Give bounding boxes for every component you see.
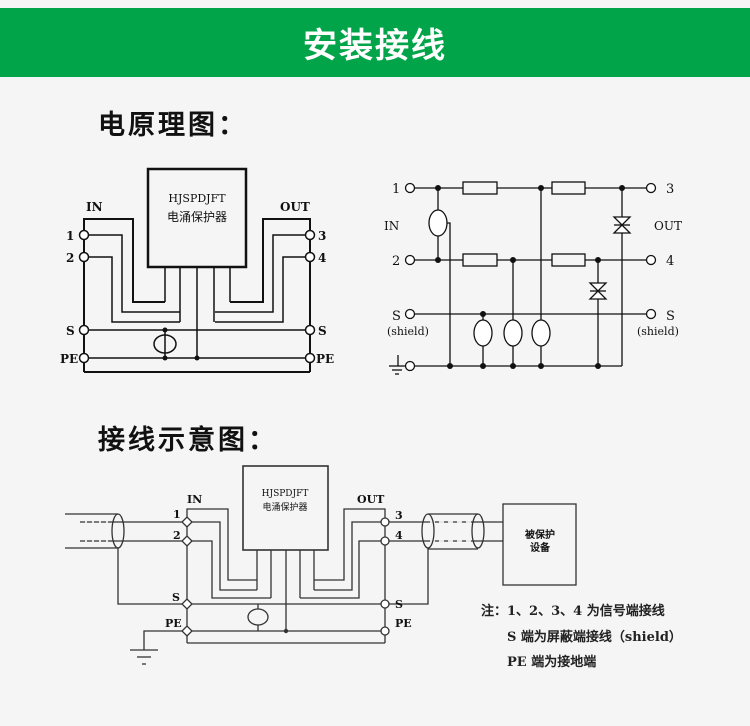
circuit-terminal-1 bbox=[404, 182, 416, 194]
circuit-shield-right: (shield) bbox=[637, 325, 679, 338]
resistor-icon bbox=[462, 181, 498, 195]
circuit-terminal-4 bbox=[645, 254, 657, 266]
circuit-label-4: 4 bbox=[666, 254, 674, 269]
device-label-1: 被保护 bbox=[525, 528, 555, 541]
terminal-s-right bbox=[304, 324, 316, 336]
wiring-terminal-1 bbox=[181, 516, 193, 528]
circuit-label-s-right: S bbox=[666, 309, 675, 324]
circuit-label-2: 2 bbox=[392, 254, 400, 269]
terminal-3 bbox=[304, 229, 316, 241]
wiring-ground-icon bbox=[130, 649, 158, 665]
ground-icon bbox=[389, 355, 405, 375]
gas-discharge-tube-icon bbox=[153, 334, 177, 354]
protected-device-box bbox=[502, 503, 577, 586]
gas-discharge-tube-icon bbox=[503, 319, 523, 347]
circuit-label-3: 3 bbox=[666, 182, 674, 197]
schematic-section-title: 电原理图： bbox=[98, 110, 248, 141]
gas-discharge-tube-icon bbox=[531, 319, 551, 347]
wiring-terminal-pe-right bbox=[380, 626, 390, 636]
circuit-label-s: S bbox=[392, 309, 401, 324]
wiring-label-s-right: S bbox=[395, 598, 403, 611]
terminal-pe-right bbox=[304, 352, 316, 364]
label-s-right: S bbox=[318, 324, 327, 338]
label-4: 4 bbox=[318, 251, 326, 265]
label-pe-right: PE bbox=[316, 352, 334, 366]
resistor-icon bbox=[551, 181, 586, 195]
circuit-terminal-s bbox=[404, 308, 416, 320]
circuit-terminal-ground bbox=[404, 360, 416, 372]
terminal-s-left bbox=[78, 324, 90, 336]
wiring-in-label: IN bbox=[187, 493, 202, 506]
circuit-terminal-3 bbox=[645, 182, 657, 194]
wiring-gdt-icon bbox=[247, 608, 269, 626]
output-cable-end-icon bbox=[471, 513, 485, 549]
wiring-label-s: S bbox=[172, 591, 180, 604]
circuit-in-label: IN bbox=[384, 219, 399, 233]
note-line-3: PE 端为接地端 bbox=[507, 655, 597, 670]
wiring-terminal-3 bbox=[380, 517, 390, 527]
wiring-terminal-pe bbox=[181, 625, 193, 637]
wiring-terminal-s-right bbox=[380, 599, 390, 609]
in-label: IN bbox=[86, 200, 103, 214]
wiring-label-3: 3 bbox=[395, 509, 403, 522]
terminal-2 bbox=[78, 251, 90, 263]
circuit-out-label: OUT bbox=[654, 219, 682, 233]
wiring-label-pe-right: PE bbox=[395, 617, 412, 630]
module-desc: 电涌保护器 bbox=[167, 210, 227, 224]
device-label-2: 设备 bbox=[530, 541, 551, 554]
wiring-label-1: 1 bbox=[173, 508, 181, 521]
gas-discharge-tube-icon bbox=[428, 209, 448, 237]
gas-discharge-tube-icon bbox=[473, 319, 493, 347]
wiring-out-label: OUT bbox=[357, 493, 385, 506]
banner-title: 安装接线 bbox=[303, 26, 447, 66]
wiring-label-4: 4 bbox=[395, 529, 403, 542]
terminal-pe-left bbox=[78, 352, 90, 364]
terminal-1 bbox=[78, 229, 90, 241]
wiring-terminal-s bbox=[181, 598, 193, 610]
module-name: HJSPDJFT bbox=[168, 192, 226, 205]
note-line-1: 注：1、2、3、4 为信号端接线 bbox=[481, 604, 665, 619]
wiring-label-2: 2 bbox=[173, 529, 181, 542]
wiring-terminal-2 bbox=[181, 535, 193, 547]
label-1: 1 bbox=[66, 229, 74, 243]
label-pe: PE bbox=[60, 352, 78, 366]
resistor-icon bbox=[462, 253, 498, 267]
wiring-module-desc: 电涌保护器 bbox=[262, 501, 307, 513]
header-banner: 安装接线 bbox=[0, 8, 750, 77]
wiring-section-title: 接线示意图： bbox=[98, 425, 278, 456]
label-s: S bbox=[66, 324, 75, 338]
out-label: OUT bbox=[280, 200, 310, 214]
circuit-label-1: 1 bbox=[392, 182, 400, 197]
circuit-shield-left: (shield) bbox=[387, 325, 429, 338]
resistor-icon bbox=[551, 253, 586, 267]
wiring-terminal-4 bbox=[380, 536, 390, 546]
label-2: 2 bbox=[66, 251, 74, 265]
label-3: 3 bbox=[318, 229, 326, 243]
circuit-terminal-s-right bbox=[645, 308, 657, 320]
note-line-2: S 端为屏蔽端接线（shield） bbox=[507, 630, 682, 645]
terminal-4 bbox=[304, 251, 316, 263]
wiring-module-name: HJSPDJFT bbox=[262, 489, 309, 499]
circuit-terminal-2 bbox=[404, 254, 416, 266]
cable-shield-icon bbox=[111, 513, 125, 549]
output-cable-shield-icon bbox=[421, 513, 435, 549]
wiring-label-pe: PE bbox=[165, 617, 182, 630]
